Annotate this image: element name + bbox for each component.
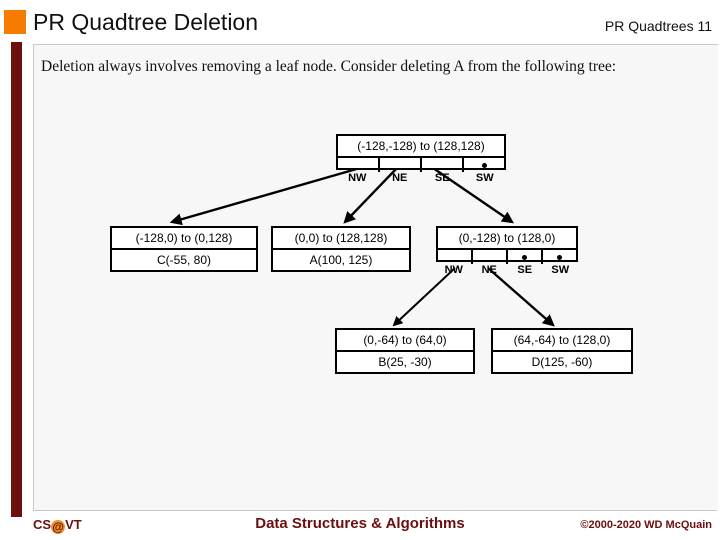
- footer-logo-csatvt: CS@VT: [33, 517, 82, 534]
- body-text: Deletion always involves removing a leaf…: [41, 58, 617, 75]
- footer-logo-suffix: VT: [65, 517, 82, 532]
- at-sign-icon: @: [51, 520, 66, 534]
- left-accent-bar: [11, 42, 22, 512]
- title-bullet-square: [4, 10, 26, 34]
- header-section-label: PR Quadtrees 11: [604, 18, 712, 34]
- content-panel: [33, 44, 718, 511]
- page-title: PR Quadtree Deletion: [33, 9, 259, 35]
- footer-accent-square: [11, 508, 22, 517]
- footer-copyright: ©2000-2020 WD McQuain: [580, 519, 712, 531]
- footer-logo-prefix: CS: [33, 517, 52, 532]
- footer-divider: [33, 510, 717, 511]
- footer-course-title: Data Structures & Algorithms: [255, 515, 465, 532]
